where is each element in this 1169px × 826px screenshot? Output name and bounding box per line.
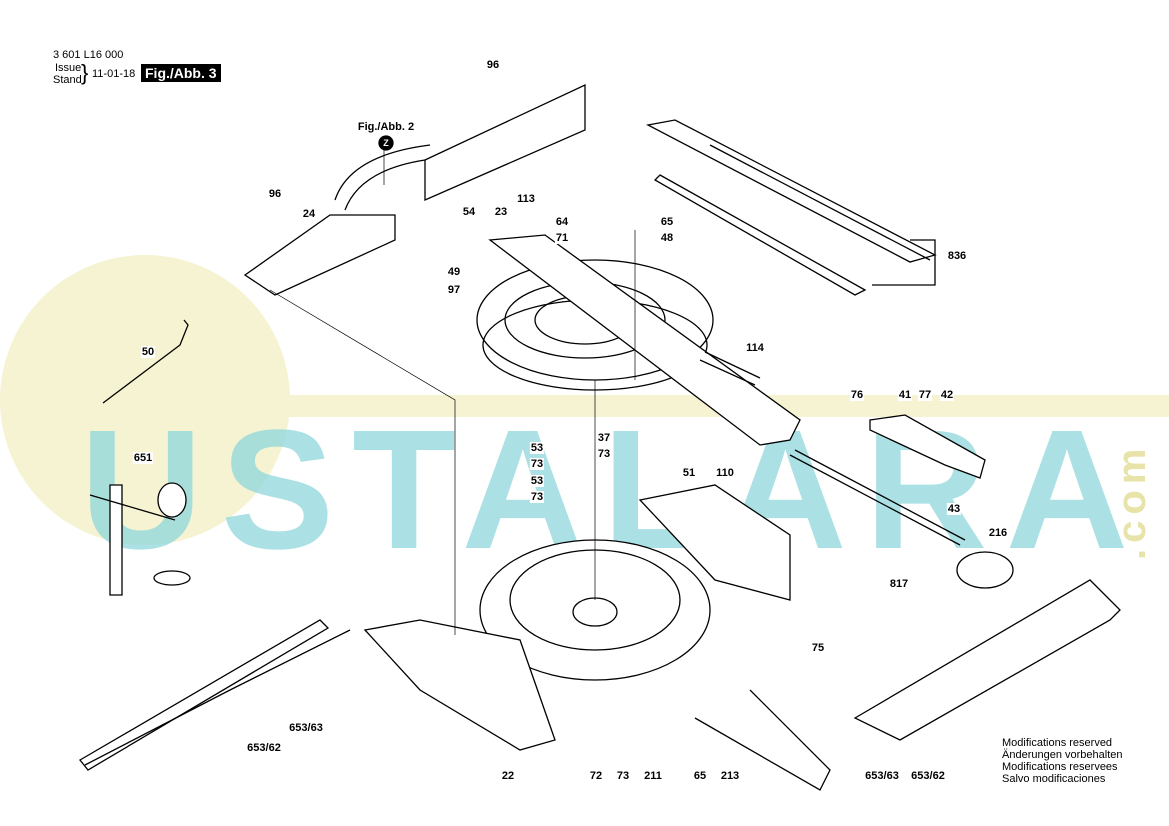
modification-notes: Modifications reserved Änderungen vorbeh… [1002,737,1122,785]
part-label: 114 [745,342,765,354]
part-number: 3 601 L16 000 [53,49,124,61]
part-label: 96 [267,188,283,200]
part-label: 113 [516,193,536,205]
part-label: 65 [692,770,708,782]
note-fr: Modifications reservees [1002,761,1118,773]
issue-date: 11-01-18 [92,68,136,80]
part-label: 42 [939,389,955,401]
brace: } [81,60,89,85]
part-label: 53 [529,442,545,454]
stand-label: Stand [53,74,82,86]
reference-figure: Fig./Abb. 2 [356,121,416,133]
part-label: 97 [446,284,462,296]
part-label: 817 [888,578,910,590]
part-label: 72 [588,770,604,782]
part-label: 65 [659,216,675,228]
part-label: 73 [529,458,545,470]
part-label: 73 [615,770,631,782]
watermark-band [150,395,1169,417]
part-label: 73 [596,448,612,460]
part-label: 213 [719,770,741,782]
part-label: 836 [946,250,968,262]
part-label: 64 [554,216,570,228]
issue-label: Issue [55,62,82,74]
part-label: 96 [485,59,501,71]
part-label: 51 [681,467,697,479]
part-label: 22 [500,770,516,782]
part-label: 73 [529,491,545,503]
part-label: 48 [659,232,675,244]
part-label: 54 [461,206,477,218]
part-label: 23 [493,206,509,218]
part-label: 211 [643,770,663,782]
part-label: 49 [446,266,462,278]
part-label: 53 [529,475,545,487]
part-label: 37 [596,432,612,444]
reference-marker: Z [383,138,389,148]
part-label: 651 [132,452,154,464]
part-label: 76 [849,389,865,401]
part-label: 653/62 [246,742,282,754]
part-label: 75 [810,642,826,654]
note-de: Änderungen vorbehalten [1002,749,1123,761]
part-label: 110 [715,467,735,479]
part-label: 77 [917,389,933,401]
part-label: 71 [554,232,570,244]
part-label: 653/62 [910,770,946,782]
part-label: 41 [897,389,913,401]
part-label: 43 [946,503,962,515]
figure-label: Fig./Abb. 3 [141,64,221,82]
part-label: 653/63 [288,722,324,734]
part-label: 216 [987,527,1009,539]
part-label: 653/63 [864,770,900,782]
part-label: 50 [140,346,156,358]
note-en: Modifications reserved [1002,737,1113,749]
note-es: Salvo modificaciones [1002,773,1106,785]
part-label: 24 [301,208,317,220]
